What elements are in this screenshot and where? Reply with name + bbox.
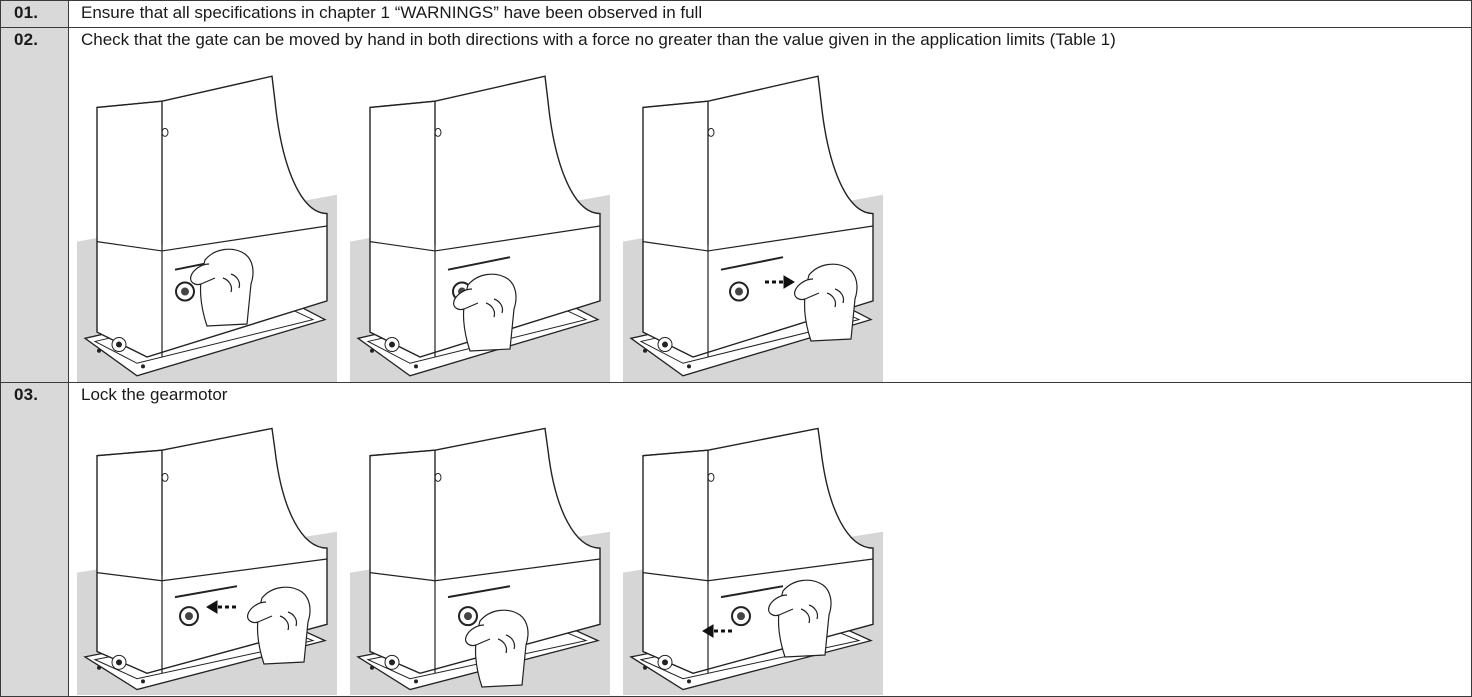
step-text: Lock the gearmotor: [81, 385, 227, 405]
step-text: Check that the gate can be moved by hand…: [81, 30, 1116, 50]
step-number-cell: 02.: [1, 28, 69, 382]
step-row-02: 02. Check that the gate can be moved by …: [1, 28, 1471, 383]
step-row-01: 01. Ensure that all specifications in ch…: [1, 1, 1471, 28]
step-number: 03.: [14, 385, 38, 405]
step-number: 01.: [14, 3, 38, 23]
release-lever-figure-1: [77, 70, 337, 382]
step-number: 02.: [14, 30, 38, 50]
lock-lever-figure-3: [623, 423, 883, 695]
lock-lever-figure-2: [350, 423, 610, 695]
step-number-cell: 01.: [1, 1, 69, 27]
step-number-cell: 03.: [1, 383, 69, 696]
step-row-03: 03. Lock the gearmotor: [1, 383, 1471, 696]
step-text: Ensure that all specifications in chapte…: [81, 3, 702, 23]
lock-lever-figure-1: [77, 423, 337, 695]
release-lever-figure-3: [623, 70, 883, 382]
release-lever-figure-2: [350, 70, 610, 382]
